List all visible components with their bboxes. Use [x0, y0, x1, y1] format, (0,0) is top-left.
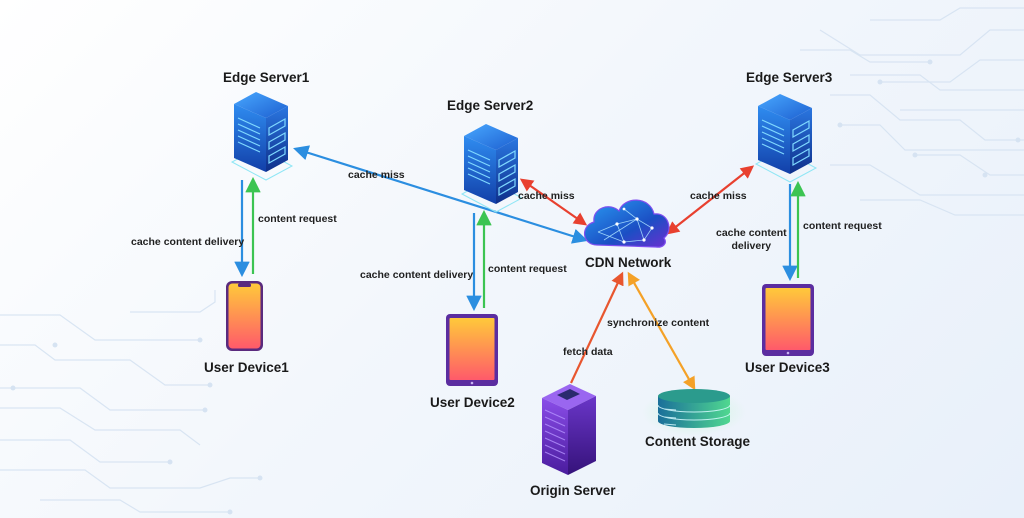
user-device2-tablet-icon: [446, 314, 498, 386]
cdn-network-label: CDN Network: [585, 255, 672, 270]
edge-label-delivery3-line2: delivery: [731, 240, 772, 252]
user-device1-phone-icon: [226, 281, 263, 351]
arrow-edge3-cdn: [665, 165, 755, 235]
edge-label-delivery3: cache content delivery: [716, 227, 787, 253]
edge-label-delivery3-line1: cache content: [716, 227, 787, 239]
edge-server3-icon: [754, 94, 818, 183]
content-storage-database-icon: [642, 388, 746, 436]
user-device1-label: User Device1: [204, 360, 289, 375]
arrow-cdn-storage-sync: [627, 271, 696, 391]
edge-label-request1: content request: [258, 213, 337, 225]
edge-server3-label: Edge Server3: [746, 70, 833, 85]
cdn-cloud-icon: [584, 199, 670, 248]
arrow-edge2-cdn: [519, 178, 588, 226]
edge-server2-label: Edge Server2: [447, 98, 534, 113]
edge-label-request2: content request: [488, 263, 567, 275]
edge-server1-icon: [230, 92, 294, 181]
content-storage-label: Content Storage: [645, 434, 751, 449]
edge-server1-label: Edge Server1: [223, 70, 310, 85]
edge-label-sync: synchronize content: [607, 317, 710, 329]
edge-server2-icon: [460, 124, 524, 213]
origin-server-icon: [542, 384, 596, 475]
origin-server-label: Origin Server: [530, 483, 616, 498]
edge-label-edge2-cdn: cache miss: [518, 190, 575, 202]
edge-label-request3: content request: [803, 220, 882, 232]
edge-label-fetch: fetch data: [563, 346, 613, 358]
user-device3-tablet-icon: [762, 284, 814, 356]
arrow-origin-cdn-fetch: [570, 271, 624, 384]
edge-label-cdn-edge1: cache miss: [348, 169, 405, 181]
edge-label-edge3-cdn: cache miss: [690, 190, 747, 202]
edge-label-delivery2: cache content delivery: [360, 269, 474, 281]
user-device2-label: User Device2: [430, 395, 515, 410]
edge-label-delivery1: cache content delivery: [131, 236, 245, 248]
user-device3-label: User Device3: [745, 360, 830, 375]
